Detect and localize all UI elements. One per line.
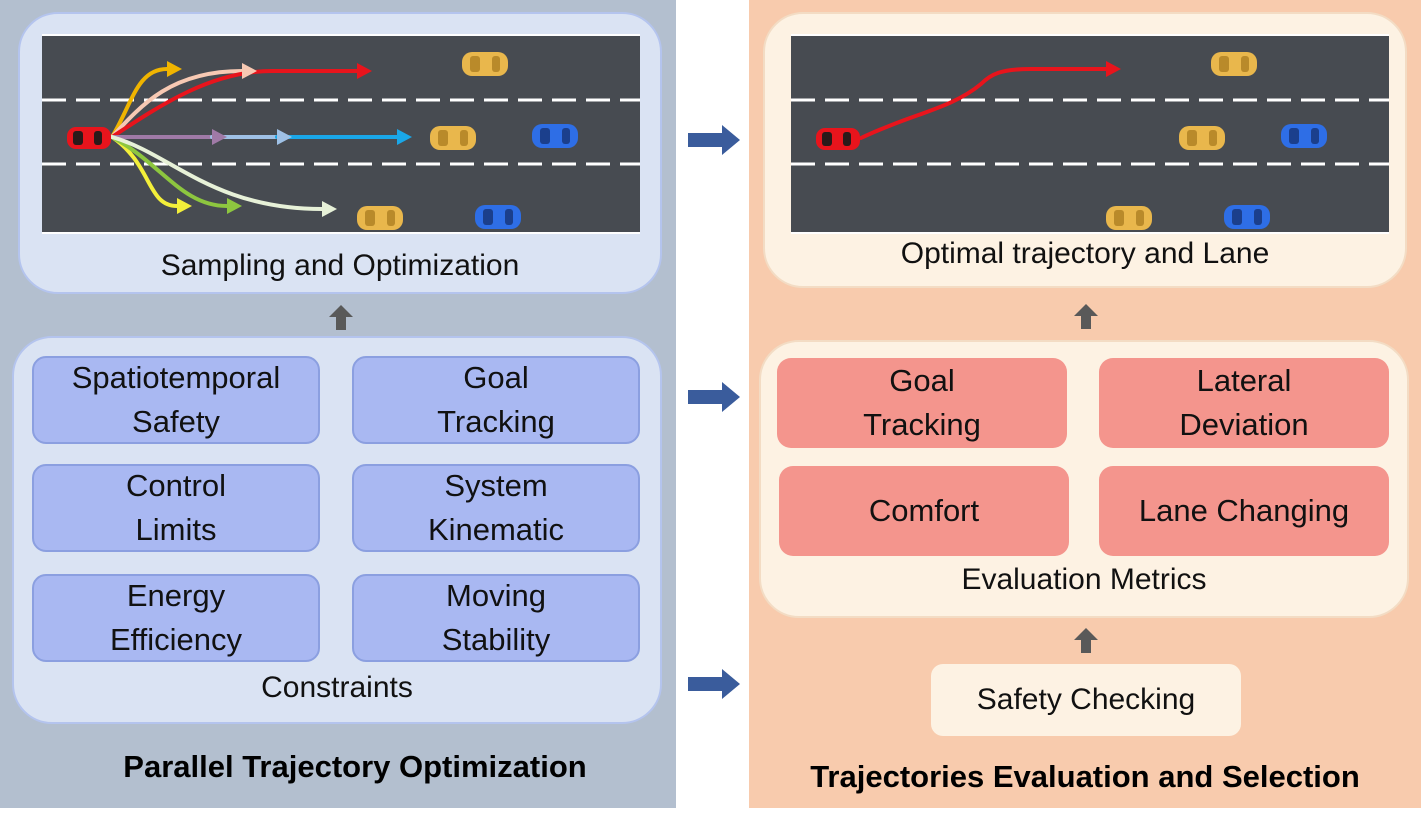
optimal-trajectory xyxy=(859,67,1108,140)
parallel-optimization-panel: Sampling and Optimization Spatiotemporal… xyxy=(0,0,676,808)
up-arrow-icon xyxy=(1074,304,1098,329)
right-panel-title: Trajectories Evaluation and Selection xyxy=(810,759,1360,794)
constraint-energy-efficiency: Energy Efficiency xyxy=(32,574,320,662)
metric-comfort: Comfort xyxy=(779,466,1069,556)
optimal-trajectory-caption: Optimal trajectory and Lane xyxy=(900,237,1270,270)
yellow-car-icon xyxy=(1106,206,1152,230)
constraints-card: Spatiotemporal Safety Goal Tracking Cont… xyxy=(12,336,662,724)
sampled-trajectories xyxy=(110,67,399,211)
right-arrow-icon xyxy=(688,125,740,155)
right-arrow-icon xyxy=(688,382,740,412)
optimal-trajectory-arrowhead xyxy=(1106,61,1121,77)
constraint-system-kinematic: System Kinematic xyxy=(352,464,640,552)
constraints-caption: Constraints xyxy=(261,671,413,704)
evaluation-metrics-caption: Evaluation Metrics xyxy=(961,563,1207,596)
sampling-card: Sampling and Optimization xyxy=(18,12,662,294)
evaluation-selection-panel: Optimal trajectory and Lane Goal Trackin… xyxy=(749,0,1421,808)
blue-car-icon xyxy=(1281,124,1327,148)
constraint-spatiotemporal-safety: Spatiotemporal Safety xyxy=(32,356,320,444)
ego-car-icon xyxy=(67,127,111,149)
trajectory-arrowheads xyxy=(167,61,412,217)
metric-lateral-deviation: Lateral Deviation xyxy=(1099,358,1389,448)
optimal-trajectory-road-scene xyxy=(791,34,1389,234)
multi-trajectory-road-scene xyxy=(42,34,640,234)
metric-goal-tracking: Goal Tracking xyxy=(777,358,1067,448)
up-arrow-icon xyxy=(1074,628,1098,653)
constraint-goal-tracking: Goal Tracking xyxy=(352,356,640,444)
constraint-control-limits: Control Limits xyxy=(32,464,320,552)
blue-car-icon xyxy=(532,124,578,148)
blue-car-icon xyxy=(1224,205,1270,229)
yellow-car-icon xyxy=(1211,52,1257,76)
yellow-car-icon xyxy=(357,206,403,230)
right-arrow-icon xyxy=(688,669,740,699)
blue-car-icon xyxy=(475,205,521,229)
yellow-car-icon xyxy=(430,126,476,150)
ego-car-icon xyxy=(816,128,860,150)
sampling-caption: Sampling and Optimization xyxy=(160,249,520,282)
evaluation-metrics-card: Goal Tracking Lateral Deviation Comfort … xyxy=(759,340,1409,618)
yellow-car-icon xyxy=(1179,126,1225,150)
metric-lane-changing: Lane Changing xyxy=(1099,466,1389,556)
left-panel-title: Parallel Trajectory Optimization xyxy=(123,749,587,784)
safety-checking-box: Safety Checking xyxy=(931,664,1241,736)
yellow-car-icon xyxy=(462,52,508,76)
constraint-moving-stability: Moving Stability xyxy=(352,574,640,662)
up-arrow-icon xyxy=(329,305,353,330)
optimal-trajectory-card: Optimal trajectory and Lane xyxy=(763,12,1407,288)
